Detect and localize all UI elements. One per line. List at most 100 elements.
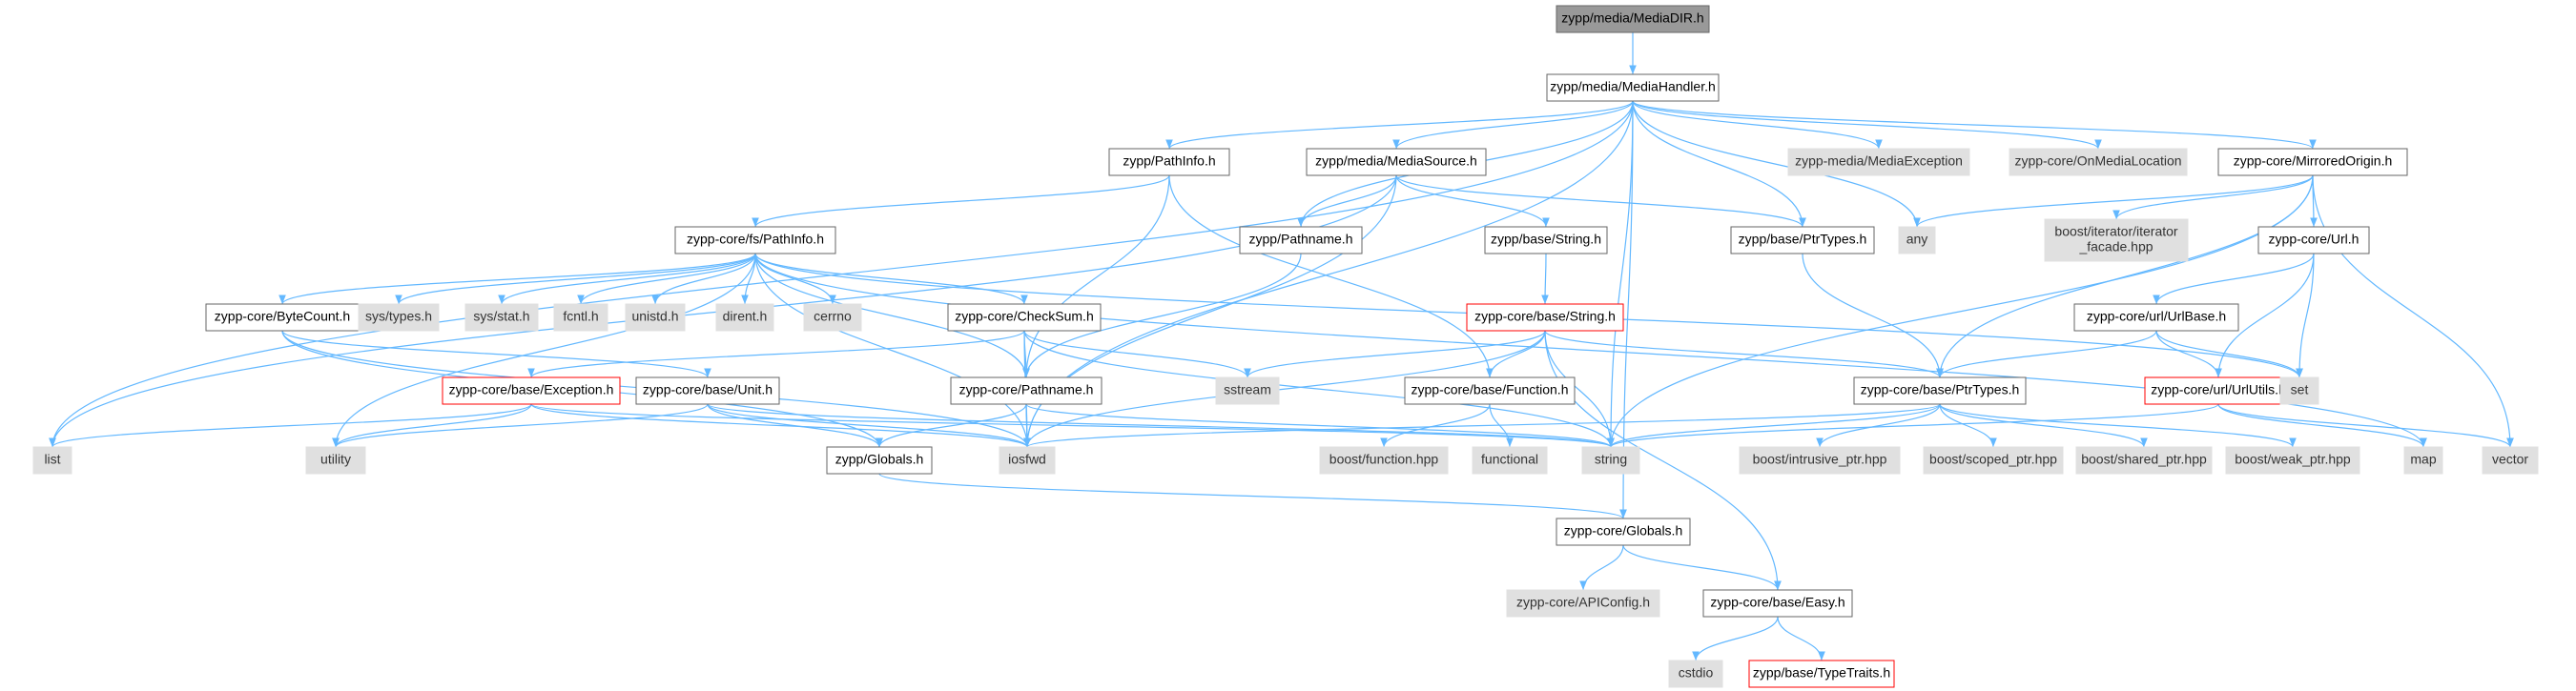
node-box	[1404, 376, 1576, 405]
header-node-boost-function-hpp[interactable]: boost/function.hpp	[1319, 446, 1449, 475]
node-label: zypp-core/url/UrlUtils.h	[2151, 382, 2286, 397]
node-box	[358, 303, 440, 332]
node-label: any	[1906, 232, 1928, 247]
header-node-functional[interactable]: functional	[1472, 446, 1548, 475]
header-node-zypp-media-mediahandler-h[interactable]: zypp/media/MediaHandler.h	[1546, 73, 1720, 102]
header-node-boost-iterator-iterator-facade-hpp[interactable]: boost/iterator/iterator_facade.hpp	[2044, 218, 2189, 262]
header-node-sys-types-h[interactable]: sys/types.h	[358, 303, 440, 332]
edge-mediahandler-to-string	[1607, 100, 1634, 448]
header-node-boost-shared-ptr-hpp[interactable]: boost/shared_ptr.hpp	[2075, 446, 2213, 475]
header-node-dirent-h[interactable]: dirent.h	[715, 303, 774, 332]
node-box	[715, 303, 774, 332]
header-node-zypp-core-base-easy-h[interactable]: zypp-core/base/Easy.h	[1702, 589, 1853, 618]
header-node-zypp-core-mirroredorigin-h[interactable]: zypp-core/MirroredOrigin.h	[2217, 148, 2408, 176]
edge-fspathinfo-to-sysstat	[498, 253, 756, 305]
header-node-zypp-core-pathname-h[interactable]: zypp-core/Pathname.h	[950, 376, 1103, 405]
node-label: iosfwd	[1008, 452, 1046, 467]
node-box	[1748, 660, 1895, 688]
header-node-zypp-core-base-function-h[interactable]: zypp-core/base/Function.h	[1404, 376, 1576, 405]
header-node-boost-intrusive-ptr-hpp[interactable]: boost/intrusive_ptr.hpp	[1739, 446, 1901, 475]
edge-fspathinfo-to-fcntl	[577, 253, 756, 305]
node-label: zypp-core/base/String.h	[1474, 309, 1616, 324]
header-node-zypp-base-string-h[interactable]: zypp/base/String.h	[1484, 226, 1608, 254]
header-node-zypp-media-mediadir-h[interactable]: zypp/media/MediaDIR.h	[1556, 5, 1710, 33]
node-label: zypp-core/OnMediaLocation	[2014, 153, 2181, 169]
node-box	[464, 303, 539, 332]
header-node-sys-stat-h[interactable]: sys/stat.h	[464, 303, 539, 332]
header-node-zypp-core-bytecount-h[interactable]: zypp-core/ByteCount.h	[205, 303, 360, 332]
node-box	[1306, 148, 1487, 176]
header-node-zypp-core-base-ptrtypes-h[interactable]: zypp-core/base/PtrTypes.h	[1853, 376, 2027, 405]
edge-exception-to-iosfwd	[530, 403, 1031, 448]
header-node-zypp-base-ptrtypes-h[interactable]: zypp/base/PtrTypes.h	[1730, 226, 1875, 254]
header-node-zypp-core-apiconfig-h[interactable]: zypp-core/APIConfig.h	[1506, 589, 1660, 618]
node-label: zypp-media/MediaException	[1795, 153, 1963, 169]
node-label: zypp-core/Pathname.h	[959, 382, 1094, 397]
node-box	[2279, 376, 2319, 405]
node-box	[947, 303, 1102, 332]
edge-pathinfo-to-function	[1168, 174, 1494, 378]
edge-mediahandler-to-pathinfo	[1165, 100, 1634, 150]
edge-fspathinfo-to-bytecount	[278, 253, 756, 305]
header-node-zypp-core-base-string-h[interactable]: zypp-core/base/String.h	[1466, 303, 1624, 332]
node-label: zypp-core/base/Function.h	[1412, 382, 1569, 397]
header-node-cerrno[interactable]: cerrno	[803, 303, 862, 332]
edge-pathinfo-to-fspathinfo	[752, 174, 1170, 228]
header-node-zypp-core-checksum-h[interactable]: zypp-core/CheckSum.h	[947, 303, 1102, 332]
node-box	[1898, 226, 1936, 254]
header-node-zypp-media-mediasource-h[interactable]: zypp/media/MediaSource.h	[1306, 148, 1487, 176]
edge-fspathinfo-to-checksum	[754, 253, 1028, 305]
header-node-zypp-base-typetraits-h[interactable]: zypp/base/TypeTraits.h	[1748, 660, 1895, 688]
edge-fspathinfo-to-corepathname	[754, 253, 1030, 378]
header-node-zypp-pathinfo-h[interactable]: zypp/PathInfo.h	[1108, 148, 1230, 176]
header-node-fcntl-h[interactable]: fcntl.h	[553, 303, 608, 332]
edge-coreglobals-to-apiconfig	[1579, 544, 1624, 591]
node-label: zypp-core/ByteCount.h	[215, 309, 350, 324]
header-node-zypp-core-url-h[interactable]: zypp-core/Url.h	[2257, 226, 2370, 254]
header-node-sstream[interactable]: sstream	[1215, 376, 1280, 405]
edge-corestring-to-sstream	[1244, 330, 1546, 378]
node-box	[1730, 226, 1875, 254]
header-node-unistd-h[interactable]: unistd.h	[625, 303, 686, 332]
node-label: zypp-core/base/PtrTypes.h	[1861, 382, 2020, 397]
edge-mirroredorigin-to-boostiterator	[2112, 174, 2314, 220]
node-box	[305, 446, 366, 475]
node-box	[2217, 148, 2408, 176]
header-node-any[interactable]: any	[1898, 226, 1936, 254]
header-node-zypp-core-globals-h[interactable]: zypp-core/Globals.h	[1556, 518, 1691, 546]
edge-exception-to-utility	[332, 403, 532, 448]
header-node-cstdio[interactable]: cstdio	[1668, 660, 1723, 688]
node-box	[1472, 446, 1548, 475]
header-node-vector[interactable]: vector	[2482, 446, 2539, 475]
edge-coreurl-to-urlutils	[2215, 253, 2315, 378]
edge-mediahandler-to-baseptrtypes	[1632, 100, 1806, 228]
header-node-boost-scoped-ptr-hpp[interactable]: boost/scoped_ptr.hpp	[1923, 446, 2064, 475]
header-node-iosfwd[interactable]: iosfwd	[999, 446, 1056, 475]
node-box	[635, 376, 780, 405]
node-label: sstream	[1224, 382, 1271, 397]
header-node-zypp-core-base-unit-h[interactable]: zypp-core/base/Unit.h	[635, 376, 780, 405]
header-node-map[interactable]: map	[2403, 446, 2443, 475]
header-node-string[interactable]: string	[1581, 446, 1640, 475]
header-node-zypp-core-url-urlutils-h[interactable]: zypp-core/url/UrlUtils.h	[2144, 376, 2293, 405]
header-node-zypp-globals-h[interactable]: zypp/Globals.h	[826, 446, 933, 475]
header-node-set[interactable]: set	[2279, 376, 2319, 405]
node-box	[442, 376, 621, 405]
header-node-list[interactable]: list	[32, 446, 72, 475]
header-node-zypp-media-mediaexception[interactable]: zypp-media/MediaException	[1787, 148, 1970, 176]
header-node-zypp-pathname-h[interactable]: zypp/Pathname.h	[1239, 226, 1363, 254]
node-box	[2482, 446, 2539, 475]
edge-urlbase-to-coreptrtypes	[1936, 330, 2157, 378]
header-node-boost-weak-ptr-hpp[interactable]: boost/weak_ptr.hpp	[2225, 446, 2360, 475]
header-node-zypp-core-base-exception-h[interactable]: zypp-core/base/Exception.h	[442, 376, 621, 405]
edge-unit-to-string	[707, 403, 1615, 448]
header-node-zypp-core-url-urlbase-h[interactable]: zypp-core/url/UrlBase.h	[2073, 303, 2239, 332]
header-node-zypp-core-fs-pathinfo-h[interactable]: zypp-core/fs/PathInfo.h	[674, 226, 836, 254]
edge-mediahandler-to-mediaexception	[1632, 100, 1883, 150]
node-label: zypp/PathInfo.h	[1123, 153, 1215, 169]
header-node-zypp-core-onmedialocation[interactable]: zypp-core/OnMediaLocation	[2009, 148, 2188, 176]
node-box	[999, 446, 1056, 475]
header-node-utility[interactable]: utility	[305, 446, 366, 475]
node-box	[1853, 376, 2027, 405]
